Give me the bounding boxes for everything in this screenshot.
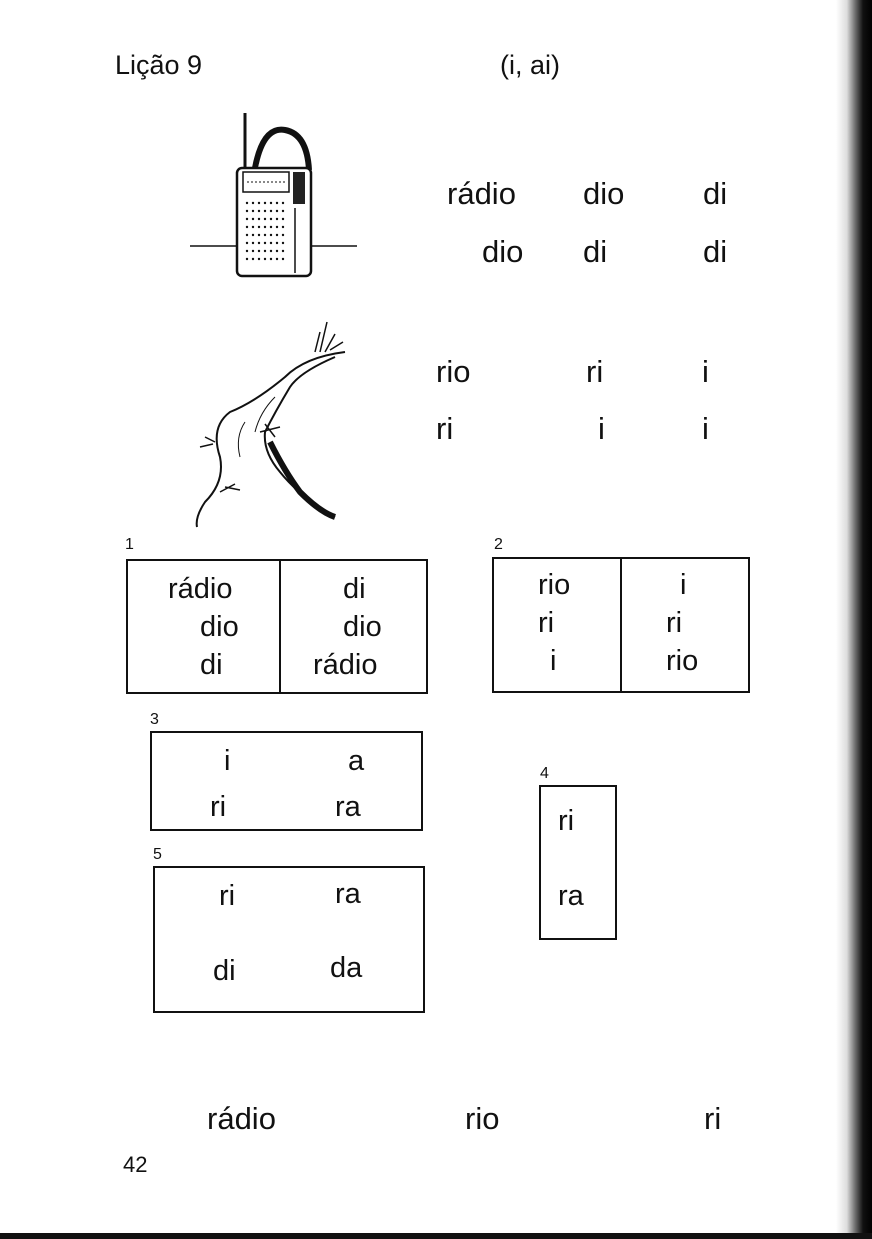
- exercise-word: rádio: [168, 573, 233, 605]
- exercise-number: 4: [540, 765, 549, 782]
- exercise-word: di: [200, 649, 223, 681]
- exercise-number: 3: [150, 711, 159, 728]
- exercise-2-box: rio ri i i ri rio: [492, 557, 750, 693]
- exercise-word: ra: [335, 791, 361, 823]
- radio-word: rádio: [447, 176, 516, 211]
- exercise-word: i: [680, 569, 687, 601]
- river-word: i: [702, 354, 709, 389]
- page-number: 42: [123, 1152, 148, 1177]
- exercise-word: ri: [538, 607, 555, 639]
- radio-word: di: [703, 234, 728, 269]
- river-word: i: [702, 411, 709, 446]
- radio-word: di: [583, 234, 608, 269]
- page-bottom-edge: [0, 1233, 872, 1239]
- river-word: ri: [436, 411, 454, 446]
- footer-word: rádio: [207, 1101, 276, 1136]
- river-word: i: [598, 411, 605, 446]
- exercise-5-box: ri ra di da: [153, 866, 425, 1013]
- lesson-title: Lição 9: [115, 50, 203, 80]
- radio-icon: [190, 113, 357, 278]
- exercise-word: ri: [210, 791, 227, 823]
- exercise-word: dio: [200, 611, 239, 643]
- footer-word: rio: [465, 1101, 500, 1136]
- exercise-word: i: [224, 745, 231, 777]
- exercise-word: ri: [219, 880, 236, 912]
- footer-word: ri: [704, 1101, 722, 1136]
- exercise-number: 1: [125, 536, 134, 553]
- exercise-word: rádio: [313, 649, 378, 681]
- radio-word: di: [703, 176, 728, 211]
- radio-word: dio: [482, 234, 524, 269]
- exercise-word: rio: [666, 645, 699, 677]
- river-word: rio: [436, 354, 471, 389]
- exercise-word: dio: [343, 611, 382, 643]
- exercise-3-box: i a ri ra: [150, 731, 423, 831]
- page-binding-shadow: [836, 0, 872, 1239]
- exercise-number: 2: [494, 536, 503, 553]
- exercise-4-box: ri ra: [539, 785, 617, 940]
- exercise-1-box: rádio dio di di dio rádio: [126, 559, 428, 694]
- radio-word: dio: [583, 176, 625, 211]
- exercise-word: a: [348, 745, 365, 777]
- exercise-number: 5: [153, 846, 162, 863]
- river-icon: [195, 321, 346, 528]
- exercise-word: ri: [666, 607, 683, 639]
- exercise-word: rio: [538, 569, 571, 601]
- exercise-word: di: [343, 573, 366, 605]
- exercise-word: da: [330, 952, 363, 984]
- exercise-word: ri: [558, 805, 575, 837]
- exercise-word: i: [550, 645, 557, 677]
- exercise-word: di: [213, 955, 236, 987]
- exercise-word: ra: [558, 880, 584, 912]
- river-word: ri: [586, 354, 604, 389]
- lesson-sounds: (i, ai): [500, 50, 560, 80]
- exercise-word: ra: [335, 878, 361, 910]
